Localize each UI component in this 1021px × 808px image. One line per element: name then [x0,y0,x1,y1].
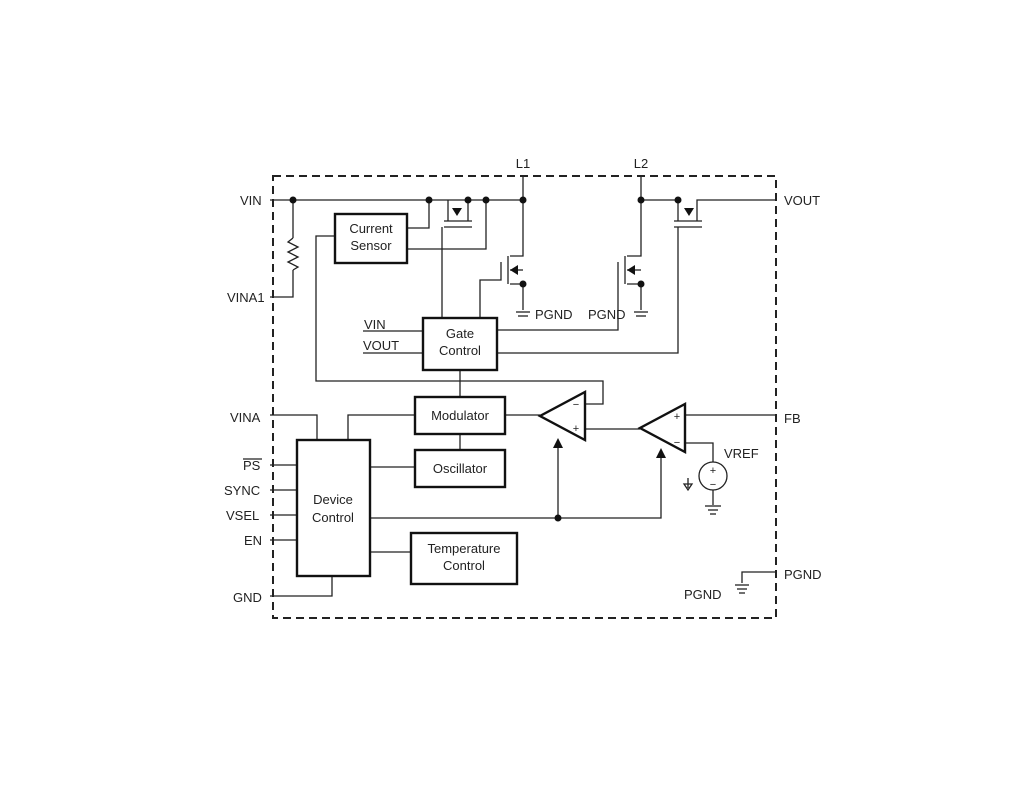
pin-en: EN [244,533,262,548]
current-sensor-label: Current [349,221,393,236]
junctions [289,196,682,522]
vref-label: VREF [724,446,759,461]
pin-fb: FB [784,411,801,426]
vref-plus: + [710,465,716,477]
wires [270,176,776,597]
comparator-plus: + [573,423,579,435]
diode-icon [452,208,462,216]
device-control-label: Control [312,510,354,525]
gate-control-label: Gate [446,326,474,341]
gate-control-label: Control [439,343,481,358]
temperature-control-label: Control [443,558,485,573]
modulator-label: Modulator [431,408,489,423]
oscillator-label: Oscillator [433,461,488,476]
device-control-block [295,438,372,578]
temperature-control-label: Temperature [428,541,501,556]
pin-ps: PS [243,458,261,473]
gate-vin-label: VIN [364,317,386,332]
arrow-up-icon [553,438,563,448]
pin-vina: VINA [230,410,261,425]
vref-minus: − [710,479,716,491]
pgnd-bottom-label: PGND [684,587,722,602]
current-sink-icon [682,478,694,492]
pin-vout: VOUT [784,193,820,208]
gate-vout-label: VOUT [363,338,399,353]
oscillator-block [413,448,507,489]
current-sensor-label: Sensor [350,238,392,253]
temperature-control-block [409,531,519,586]
pwm-comparator [537,390,587,442]
gate-control-block [421,316,499,372]
comparator-minus: − [573,399,579,411]
pin-sync: SYNC [224,483,260,498]
pin-vin: VIN [240,193,262,208]
pgnd-right-label: PGND [588,307,626,322]
pin-vsel: VSEL [226,508,259,523]
current-sensor-block [333,212,409,265]
ic-boundary [272,175,777,619]
arrow-up-icon [656,448,666,458]
pin-vina1: VINA1 [227,290,265,305]
modulator-block [413,395,507,436]
error-amplifier [637,402,687,454]
vref-source [698,461,728,491]
error-amp-plus: + [674,411,680,423]
error-amp-minus: − [674,437,680,449]
device-control-label: Device [313,492,353,507]
pgnd-left-label: PGND [535,307,573,322]
diode-icon [627,265,635,275]
pin-l1: L1 [516,156,530,171]
pin-gnd: GND [233,590,262,605]
diode-icon [510,265,518,275]
pin-l2: L2 [634,156,648,171]
diode-icon [684,208,694,216]
pin-pgnd: PGND [784,567,822,582]
